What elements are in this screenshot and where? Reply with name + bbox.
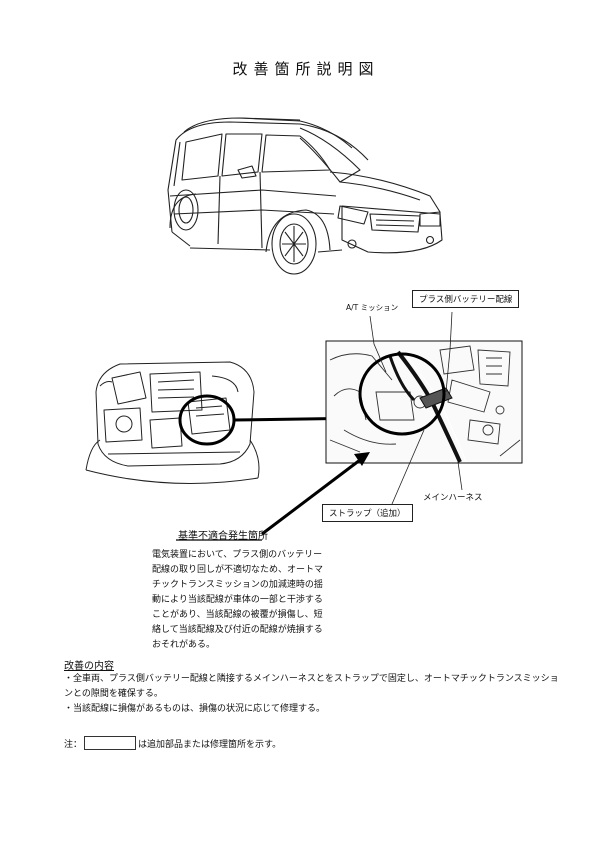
label-strap: ストラップ（追加） (322, 504, 413, 522)
label-main-harness: メインハーネス (423, 493, 483, 503)
defect-heading: 基準不適合発生箇所 (178, 531, 268, 542)
legend-box (84, 736, 137, 750)
note-prefix: 注： (64, 739, 83, 750)
improvement-list: ・全車両、プラス側バッテリー配線と隣接するメインハーネスとをストラップで固定し、… (64, 672, 564, 717)
note-suffix: は追加部品または修理箇所を示す。 (138, 739, 282, 750)
detail-view-drawing (329, 345, 521, 457)
improvement-item: ・当該配線に損傷があるものは、損傷の状況に応じて修理する。 (64, 704, 326, 714)
label-at-mission: A/T ミッション (346, 303, 399, 312)
detail-view-circle (358, 352, 446, 436)
improvement-item: ・全車両、プラス側バッテリー配線と隣接するメインハーネスとをストラップで固定し、… (64, 674, 559, 699)
engine-bay-detail-circle (178, 394, 236, 446)
plus-battery-leader (445, 311, 453, 393)
label-plus-battery-wire: プラス側バッテリー配線 (412, 290, 520, 308)
main-harness-leader (457, 461, 463, 491)
legend-note: 注： は追加部品または修理箇所を示す。 (64, 736, 281, 750)
engine-bay-drawing (85, 361, 260, 484)
strap-leader (391, 429, 425, 505)
defect-arrow (261, 458, 361, 536)
station-wagon-drawing (167, 117, 443, 275)
at-mission-leader (369, 315, 387, 373)
page-title: 改善箇所説明図 (232, 60, 380, 78)
defect-description: 電気装置において、プラス側のバッテリー配線の取り回しが不適切なため、オートマチッ… (152, 550, 324, 650)
improvement-heading: 改善の内容 (64, 661, 114, 672)
